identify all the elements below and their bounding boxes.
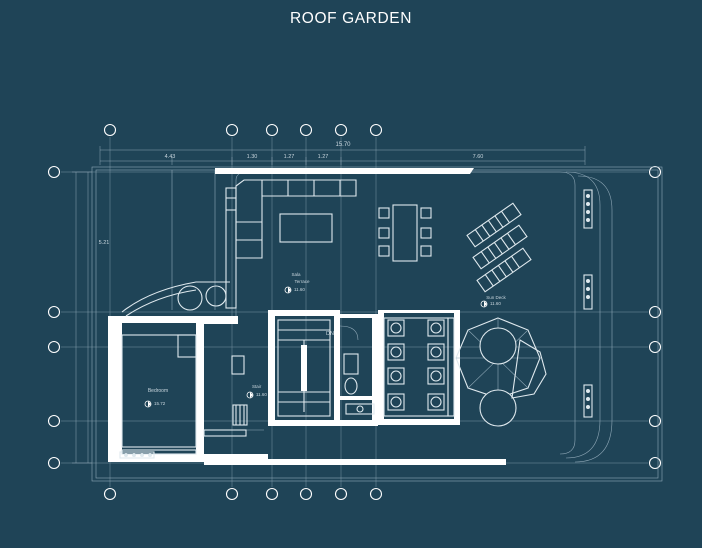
dim-segment-2: 1.30 bbox=[247, 154, 258, 160]
bedroom-level: 15.72 bbox=[154, 401, 166, 406]
bedroom-name: Bedroom bbox=[148, 388, 168, 394]
dim-segment-5: 7.60 bbox=[473, 154, 484, 160]
grid-lines bbox=[61, 137, 648, 487]
bedroom bbox=[121, 334, 264, 455]
dim-vertical: 5.21 bbox=[99, 240, 110, 246]
dim-segment-4: 1.27 bbox=[318, 154, 329, 160]
grid-bubbles-top bbox=[103, 123, 383, 137]
grid-bubbles-left bbox=[47, 165, 61, 470]
dining-table bbox=[378, 204, 432, 262]
page-title: ROOF GARDEN bbox=[290, 10, 412, 27]
dim-segment-1: 4.43 bbox=[165, 154, 176, 160]
planter-bottom bbox=[119, 451, 155, 459]
corridor bbox=[231, 355, 248, 426]
lounge-sofa bbox=[225, 179, 357, 309]
corridor-name: Stair bbox=[252, 384, 262, 389]
wc bbox=[339, 325, 375, 415]
terrace-level: 11.60 bbox=[294, 287, 305, 292]
overall-dimension: 15.70 bbox=[335, 142, 351, 148]
deck-name: Sun Deck bbox=[486, 295, 506, 300]
umbrellas bbox=[455, 317, 547, 427]
terrace-sub: Terrace bbox=[294, 279, 310, 284]
walls bbox=[108, 168, 506, 465]
terrace-name: Sala bbox=[291, 272, 301, 277]
bedroom-level-marker bbox=[144, 400, 152, 408]
terrace-level-marker bbox=[284, 286, 292, 294]
corridor-level: 11.60 bbox=[256, 392, 267, 397]
dim-segment-3: 1.27 bbox=[284, 154, 295, 160]
grid-bubbles-right bbox=[648, 165, 662, 470]
deck-level-marker bbox=[480, 300, 488, 308]
staircase bbox=[277, 319, 331, 417]
sun-loungers bbox=[466, 202, 532, 293]
grid-bubbles-bottom bbox=[103, 487, 383, 501]
spiral-planter bbox=[121, 281, 230, 317]
site-outline bbox=[91, 166, 663, 482]
terrace-outline bbox=[235, 171, 613, 463]
deck-level: 11.60 bbox=[490, 301, 501, 306]
planter-right bbox=[583, 189, 593, 418]
bar-counter bbox=[383, 317, 455, 417]
stair-direction: DN bbox=[326, 331, 334, 337]
dimension-lines bbox=[72, 146, 586, 464]
corridor-level-marker bbox=[246, 391, 254, 399]
